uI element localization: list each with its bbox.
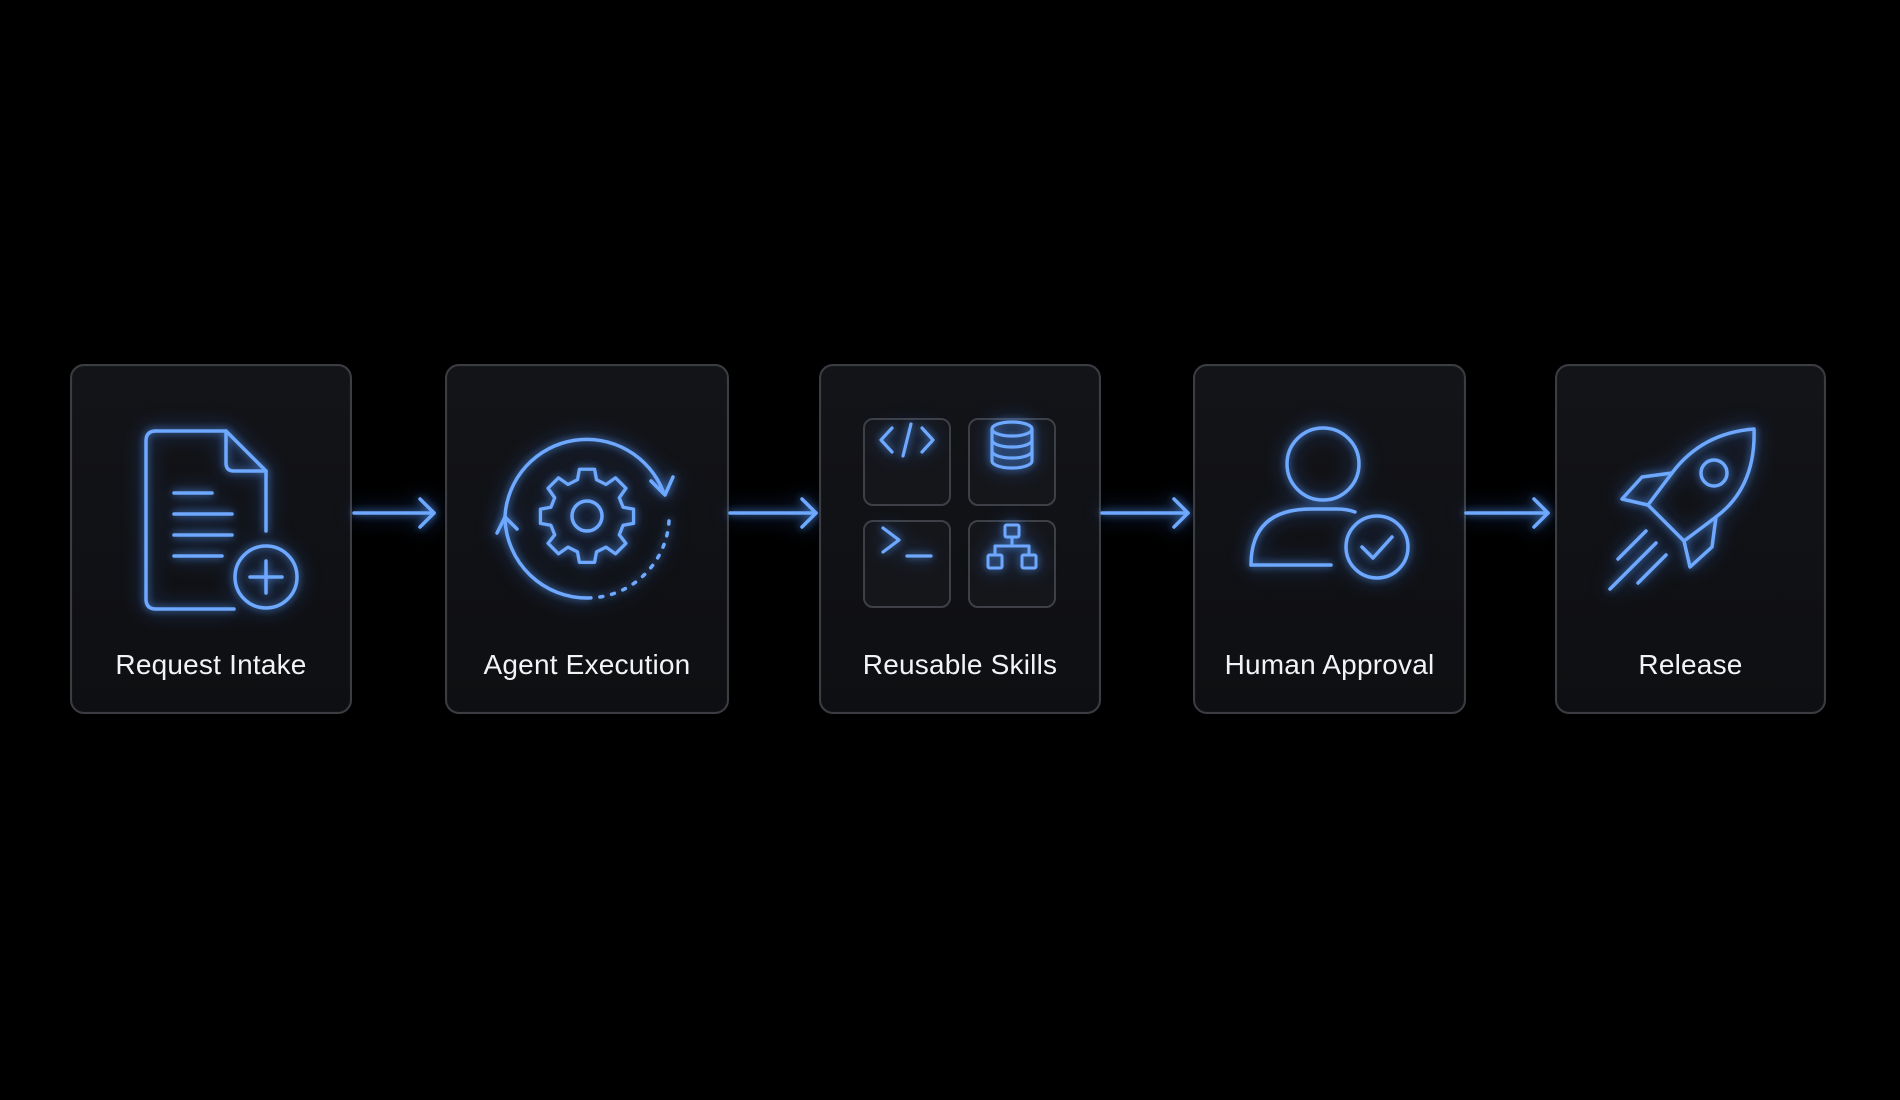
- hierarchy-tile: [968, 520, 1056, 608]
- step-label: Agent Execution: [483, 649, 691, 680]
- database-icon: [990, 420, 1034, 470]
- document-plus-icon: [144, 429, 299, 611]
- terminal-tile: [863, 520, 951, 608]
- step-label: Human Approval: [1224, 649, 1435, 680]
- step-card-agent-execution: Agent Execution: [445, 364, 729, 714]
- user-check-icon: [1248, 426, 1410, 580]
- flow-arrow: [1100, 497, 1190, 529]
- step-card-human-approval: Human Approval: [1193, 364, 1466, 714]
- flow-arrow: [1464, 497, 1550, 529]
- step-label: Request Intake: [115, 649, 307, 680]
- step-label: Release: [1638, 649, 1743, 680]
- step-card-release: Release: [1555, 364, 1826, 714]
- step-card-request-intake: Request Intake: [70, 364, 352, 714]
- skills-grid-icon: [821, 418, 1099, 611]
- code-icon: [879, 422, 935, 458]
- rocket-icon: [1607, 427, 1756, 591]
- step-card-reusable-skills: Reusable Skills: [819, 364, 1101, 714]
- flow-arrow: [352, 497, 436, 529]
- gear-cycle-icon: [495, 437, 675, 600]
- database-tile: [968, 418, 1056, 506]
- code-tile: [863, 418, 951, 506]
- terminal-icon: [881, 526, 933, 558]
- flow-arrow: [728, 497, 818, 529]
- hierarchy-icon: [986, 523, 1038, 570]
- step-label: Reusable Skills: [862, 649, 1058, 680]
